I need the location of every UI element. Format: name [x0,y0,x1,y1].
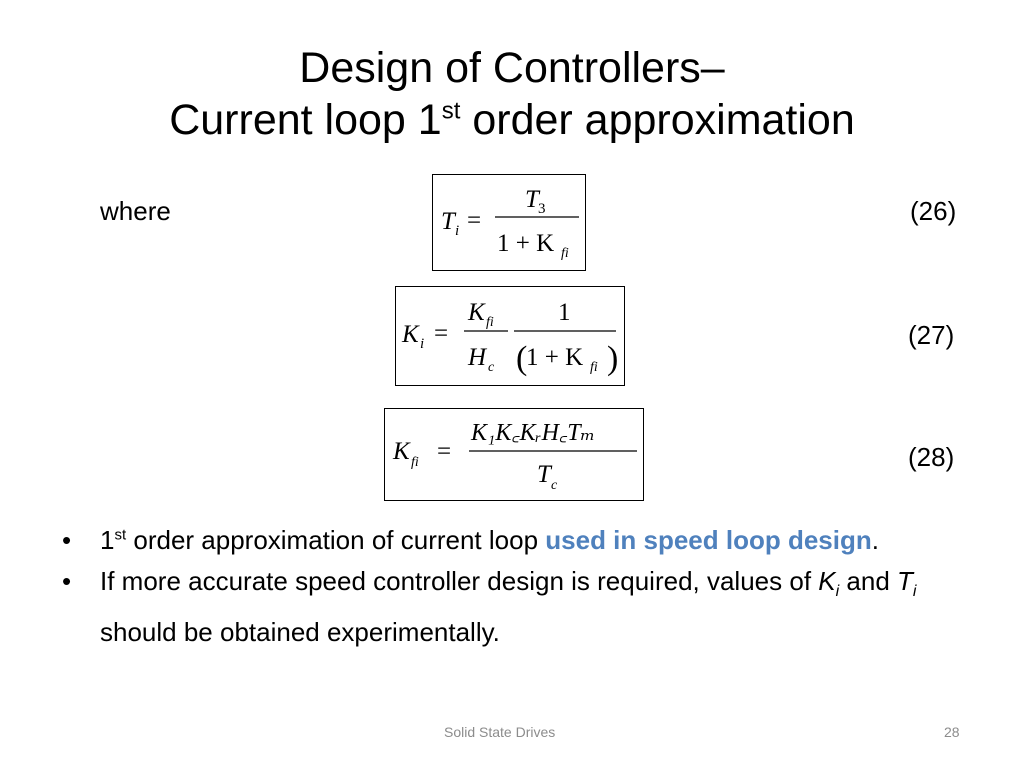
eq28-num: K₁K꜀KᵣH꜀Tₘ [470,420,595,446]
equation-number-27: (27) [908,320,955,350]
bullet-list: • 1st order approximation of current loo… [60,520,970,653]
eq27-right-paren: ) [607,340,618,377]
eq26-num: T [525,186,541,213]
title-line-2: Current loop 1st order approximation [0,94,1024,146]
equation-27-box: K i = K fi H c 1 ( 1 + K fi ) [395,286,625,386]
equation-27: K i = K fi H c 1 ( 1 + K fi ) [401,299,618,377]
bullet-2-var1: K [818,566,836,596]
bullet-2-var-ti: Ti [897,566,916,600]
eq28-lhs-sub: fi [411,455,419,470]
eq27-den2-sub: fi [590,360,598,375]
eq27-left-paren: ( [516,340,527,377]
bullet-2-text1: If more accurate speed controller design… [100,566,819,596]
eq28-den: T [537,461,553,488]
eq28-equals: = [437,438,451,465]
slide-title: Design of Controllers– Current loop 1st … [0,42,1024,146]
eq28-lhs: K [392,438,411,465]
bullet-2-text2: should be obtained experimentally. [100,617,500,648]
bullet-1-highlight: used in speed loop design [545,525,872,555]
bullet-item-2: • If more accurate speed controller desi… [60,561,970,653]
bullet-1-sup: st [114,526,127,544]
bullet-1-pre: 1 [100,525,115,555]
bullet-marker: • [62,525,72,555]
bullet-marker: • [62,566,72,596]
eq26-num-sub: 3 [538,201,546,217]
equation-26-box: T i = T 3 1 + K fi [432,174,586,271]
eq26-den: 1 + K [497,230,554,257]
title-line-1: Design of Controllers– [299,44,725,92]
equation-26: T i = T 3 1 + K fi [441,186,579,261]
bullet-2-var-ki: Ki [818,566,839,600]
equation-28-box: K fi = K₁K꜀KᵣH꜀Tₘ T c [384,408,644,501]
bullet-2-var2: T [897,566,913,596]
eq26-den-sub: fi [561,246,569,261]
eq27-num2: 1 [558,299,571,326]
eq27-equals: = [434,320,448,347]
slide-number: 28 [944,724,960,740]
bullet-2-mid: and [839,566,897,596]
eq26-lhs: T [441,208,457,235]
eq27-num1: K [467,299,486,326]
bullet-1-text: order approximation of current loop [126,525,546,555]
equation-number-26: (26) [910,196,957,226]
bullet-1-post: . [871,525,879,555]
eq26-equals: = [467,207,481,234]
eq27-num1-sub: fi [486,315,494,330]
eq27-lhs-sub: i [420,336,424,352]
title-line-2-post: order approximation [460,96,855,144]
eq27-den2: 1 + K [526,344,583,371]
equation-number-28: (28) [908,442,955,472]
equation-28: K fi = K₁K꜀KᵣH꜀Tₘ T c [392,420,637,493]
eq28-den-sub: c [551,478,558,493]
bullet-2-var1-sub: i [835,583,840,601]
eq26-lhs-sub: i [455,223,459,239]
bullet-2-var2-sub: i [912,583,917,601]
eq27-lhs: K [401,321,420,348]
bullet-item-1: • 1st order approximation of current loo… [60,520,970,561]
eq27-den1: H [467,344,488,371]
title-line-2-sup: st [441,97,461,125]
where-label: where [100,196,171,226]
footer-title: Solid State Drives [444,724,556,740]
eq27-den1-sub: c [488,360,495,375]
title-line-2-pre: Current loop 1 [169,96,442,144]
